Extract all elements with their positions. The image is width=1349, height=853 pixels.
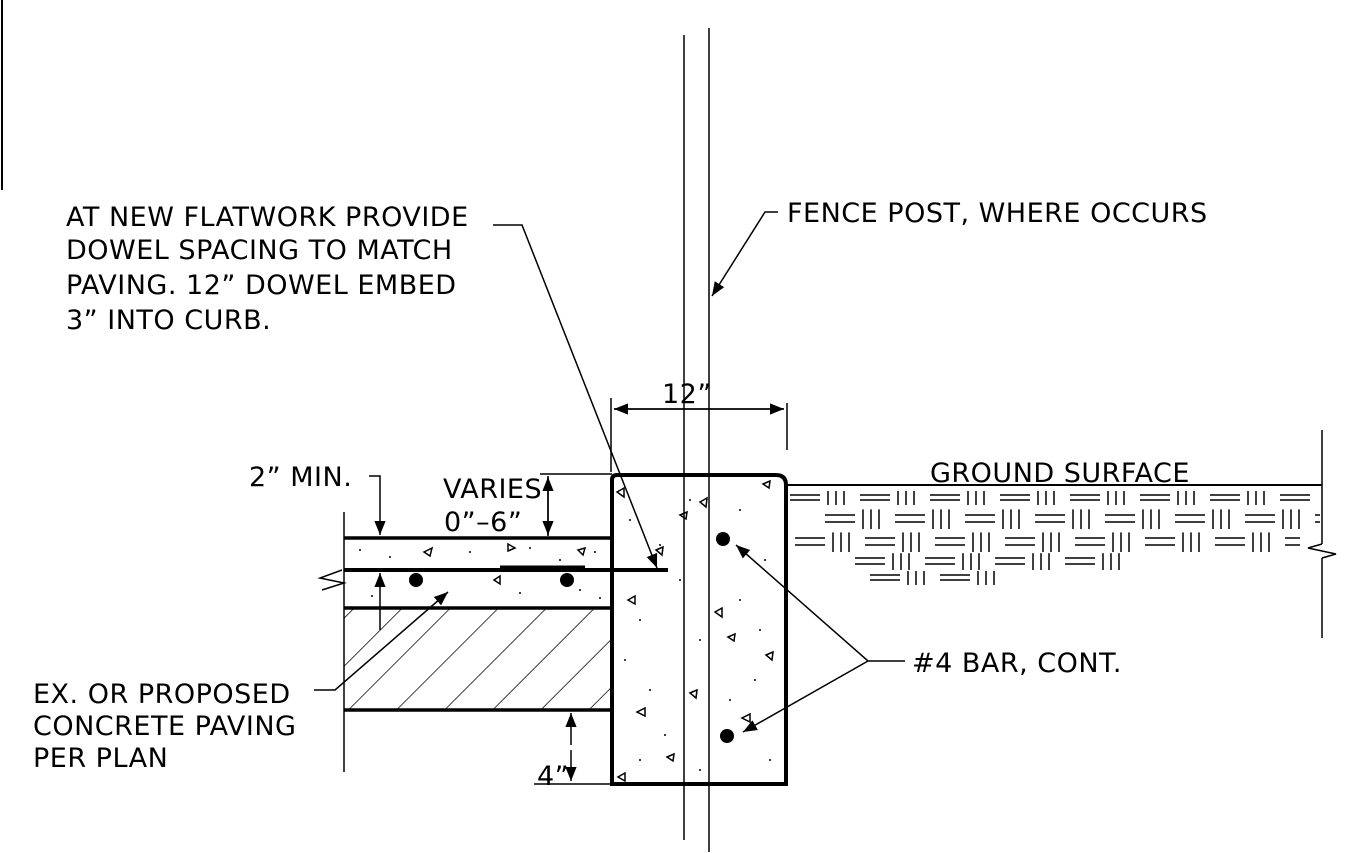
dowel-note-line-4: 3” INTO CURB. [66,305,271,336]
paving-note-line-3: PER PLAN [33,743,168,774]
curb-rebar-bottom [720,729,734,743]
bar-note-label: #4 BAR, CONT. [912,648,1122,679]
leader-lines [314,211,905,733]
curb [610,473,788,786]
varies-dimension [540,473,612,536]
paving-rebar [560,573,574,587]
paving-note-line-1: EX. OR PROPOSED [33,679,291,710]
fence-post-label: FENCE POST, WHERE OCCURS [787,198,1208,229]
ground-surface-label: GROUND SURFACE [930,458,1190,489]
varies-range-label: 0”–6” [444,507,522,538]
dowel-note-line-3: PAVING. 12” DOWEL EMBED [66,270,457,301]
paving-rebar [409,573,423,587]
curb-rebar-top [716,532,730,546]
dowel-note-line-1: AT NEW FLATWORK PROVIDE [66,202,469,233]
bottom-dimension-label: 4” [537,761,569,792]
paving-note-line-2: CONCRETE PAVING [33,711,296,742]
varies-label: VARIES [443,474,542,505]
min-depth-label: 2” MIN. [249,462,352,493]
dowel-note-line-2: DOWEL SPACING TO MATCH [66,235,453,266]
concrete-paving [317,512,668,772]
fence-post [683,28,710,852]
width-dimension [610,398,788,472]
width-dimension-label: 12” [662,379,712,410]
bottom-dimension [534,713,612,785]
ground-surface [786,430,1337,638]
min-depth-dimension [369,475,386,630]
